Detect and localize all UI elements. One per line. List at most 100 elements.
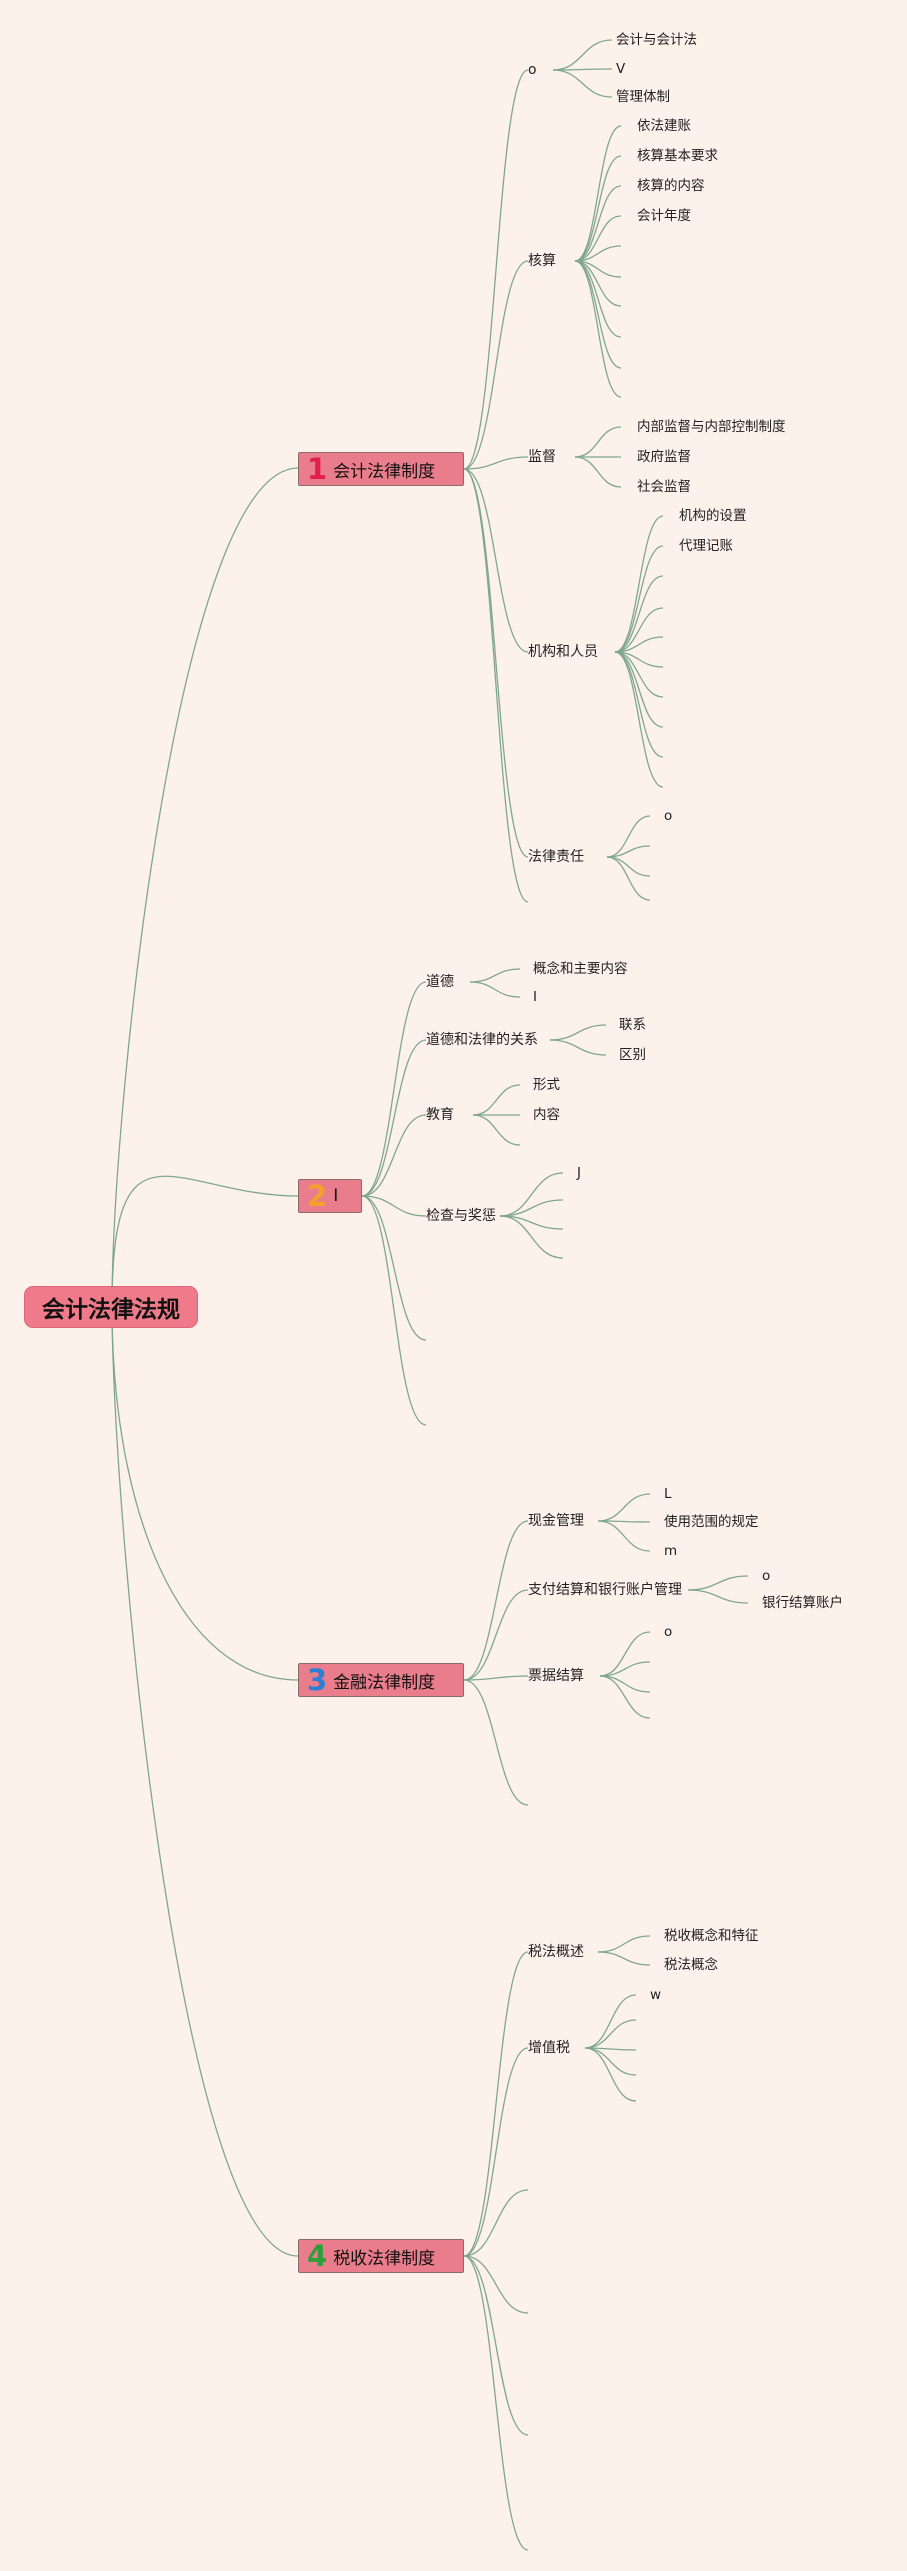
topic-connector-line xyxy=(552,39,613,71)
leaf-node[interactable]: 概念和主要内容 xyxy=(533,961,628,977)
topic-connector-line xyxy=(597,1935,651,1953)
leaf-node[interactable]: o xyxy=(664,808,673,824)
topic-node[interactable]: o xyxy=(528,62,537,78)
topic-connector-line xyxy=(614,636,664,653)
leaf-node[interactable]: 形式 xyxy=(533,1077,560,1093)
leaf-node[interactable]: 会计年度 xyxy=(637,208,691,224)
leaf-node[interactable]: 税收概念和特征 xyxy=(664,1928,759,1944)
leaf-node[interactable]: 内部监督与内部控制制度 xyxy=(637,419,786,435)
leaf-node[interactable]: 内容 xyxy=(533,1107,560,1123)
topic-connector-line xyxy=(614,651,664,698)
topic-connector-line xyxy=(584,1994,637,2049)
topic-node[interactable]: 法律责任 xyxy=(528,849,584,865)
chapter-connector-line xyxy=(463,2047,529,2257)
topic-node[interactable]: 道德和法律的关系 xyxy=(426,1032,538,1048)
leaf-node[interactable]: w xyxy=(650,1987,662,2003)
chapter-node-2[interactable]: 2 I xyxy=(298,1179,362,1213)
topic-node[interactable]: 税法概述 xyxy=(528,1944,584,1960)
leaf-node[interactable]: I xyxy=(533,989,537,1005)
chapter-connector-line xyxy=(361,981,427,1197)
topic-connector-line xyxy=(549,1039,607,1056)
topic-connector-line xyxy=(499,1215,564,1259)
topic-node[interactable]: 教育 xyxy=(426,1107,454,1123)
topic-node[interactable]: 监督 xyxy=(528,449,556,465)
chapter-connector-line xyxy=(463,1679,529,1806)
topic-connector-line xyxy=(574,456,622,488)
leaf-node[interactable]: 税法概念 xyxy=(664,1957,718,1973)
leaf-node[interactable]: L xyxy=(664,1486,672,1502)
chapter-label-2: I xyxy=(333,1186,339,1206)
leaf-node[interactable]: 社会监督 xyxy=(637,479,691,495)
root-connector-line xyxy=(111,1175,299,1308)
topic-connector-line xyxy=(574,245,622,262)
topic-connector-line xyxy=(499,1199,564,1217)
topic-node[interactable]: 增值税 xyxy=(528,2040,570,2056)
topic-connector-line xyxy=(584,2019,637,2049)
leaf-node[interactable]: 管理体制 xyxy=(616,89,670,105)
leaf-node[interactable]: V xyxy=(616,61,626,77)
root-connector-line xyxy=(111,1306,299,2257)
topic-node[interactable]: 票据结算 xyxy=(528,1668,584,1684)
topic-node[interactable]: 检查与奖惩 xyxy=(426,1208,496,1224)
root-node[interactable]: 会计法律法规 xyxy=(24,1286,198,1328)
chapter-connector-line xyxy=(463,1675,529,1681)
topic-connector-line xyxy=(597,1493,651,1522)
chapter-connector-line xyxy=(361,1195,427,1426)
chapter-connector-line xyxy=(361,1039,427,1197)
chapter-connector-line xyxy=(463,1951,529,2257)
topic-connector-line xyxy=(599,1675,651,1719)
chapter-connector-line xyxy=(463,2189,529,2257)
root-label: 会计法律法规 xyxy=(42,1297,180,1323)
leaf-node[interactable]: 机构的设置 xyxy=(679,508,747,524)
chapter-number-1: 1 xyxy=(307,452,328,486)
topic-connector-line xyxy=(472,1114,521,1146)
leaf-node[interactable]: 核算的内容 xyxy=(637,178,705,194)
topic-connector-line xyxy=(552,69,613,98)
topic-connector-line xyxy=(597,1951,651,1966)
chapter-node-4[interactable]: 4 税收法律制度 xyxy=(298,2239,464,2273)
leaf-node[interactable]: m xyxy=(664,1543,678,1559)
topic-node[interactable]: 核算 xyxy=(528,253,556,269)
chapter-connector-line xyxy=(463,456,529,470)
topic-connector-line xyxy=(606,856,651,901)
chapter-label-4: 税收法律制度 xyxy=(333,2248,436,2269)
chapter-connector-line xyxy=(463,1520,529,1681)
chapter-connector-line xyxy=(463,468,529,653)
root-connector-line xyxy=(111,1306,299,1681)
leaf-node[interactable]: 政府监督 xyxy=(637,449,691,465)
leaf-node[interactable]: 核算基本要求 xyxy=(637,148,718,164)
leaf-node[interactable]: 银行结算账户 xyxy=(762,1595,843,1611)
topic-connector-line xyxy=(606,856,651,877)
chapter-connector-line xyxy=(463,1589,529,1681)
topic-node[interactable]: 机构和人员 xyxy=(528,644,598,660)
topic-connector-line xyxy=(614,651,664,728)
chapter-node-3[interactable]: 3 金融法律制度 xyxy=(298,1663,464,1697)
topic-connector-line xyxy=(574,426,622,458)
topic-connector-line xyxy=(599,1675,651,1693)
chapter-number-2: 2 xyxy=(307,1179,328,1213)
leaf-node[interactable]: 依法建账 xyxy=(637,118,691,134)
chapter-connector-line xyxy=(361,1195,427,1217)
topic-connector-line xyxy=(687,1589,749,1604)
leaf-node[interactable]: 会计与会计法 xyxy=(616,32,697,48)
topic-node[interactable]: 现金管理 xyxy=(528,1513,584,1529)
topic-connector-line xyxy=(574,185,622,262)
leaf-node[interactable]: o xyxy=(664,1624,673,1640)
topic-connector-line xyxy=(614,651,664,758)
leaf-node[interactable]: 区别 xyxy=(619,1047,646,1063)
leaf-node[interactable]: J xyxy=(577,1165,581,1181)
topic-connector-line xyxy=(574,260,622,398)
leaf-node[interactable]: o xyxy=(762,1568,771,1584)
chapter-connector-line xyxy=(463,2255,529,2314)
topic-connector-line xyxy=(574,125,622,262)
chapter-node-1[interactable]: 1 会计法律制度 xyxy=(298,452,464,486)
topic-node[interactable]: 支付结算和银行账户管理 xyxy=(528,1582,682,1598)
chapter-connector-line xyxy=(463,2255,529,2436)
leaf-node[interactable]: 代理记账 xyxy=(679,538,733,554)
topic-node[interactable]: 道德 xyxy=(426,974,454,990)
topic-connector-line xyxy=(599,1631,651,1677)
chapter-number-4: 4 xyxy=(307,2239,328,2273)
leaf-node[interactable]: 联系 xyxy=(619,1017,646,1033)
topic-connector-line xyxy=(472,1084,521,1116)
leaf-node[interactable]: 使用范围的规定 xyxy=(664,1514,759,1530)
